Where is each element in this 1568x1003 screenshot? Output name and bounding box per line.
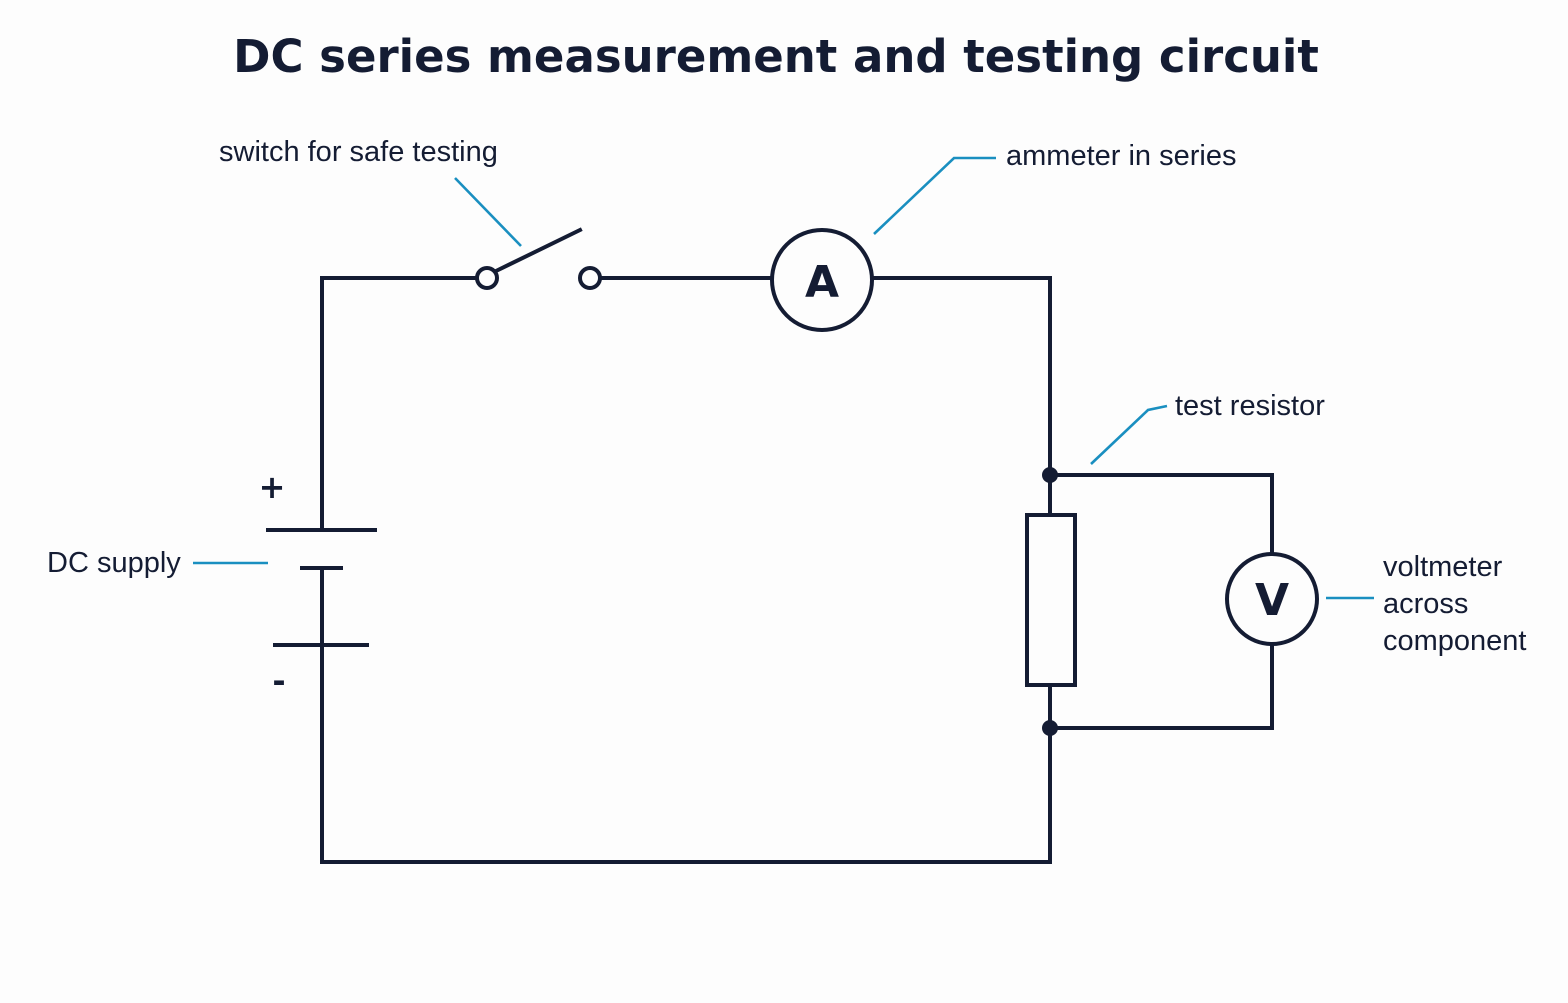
switch-terminal-left [475, 266, 499, 290]
switch-label: switch for safe testing [219, 136, 498, 168]
circuit-wires [320, 276, 1274, 864]
ammeter-letter: A [805, 257, 839, 308]
supply-label: DC supply [47, 547, 181, 579]
voltmeter-label-line2: across [1383, 588, 1468, 620]
wire-bottom-return [320, 643, 1052, 864]
switch-symbol [475, 227, 602, 290]
positive-terminal-sign: + [259, 468, 286, 506]
voltmeter-label-line3: component [1383, 625, 1527, 657]
voltmeter-symbol: V [1225, 552, 1319, 646]
resistor-leader-line [1090, 404, 1168, 465]
wire-voltmeter-top [1048, 473, 1274, 555]
voltmeter-label-line1: voltmeter [1383, 551, 1503, 583]
ammeter-label: ammeter in series [1006, 140, 1236, 172]
ammeter-symbol: A [770, 228, 874, 332]
switch-terminal-right [578, 266, 602, 290]
resistor-label: test resistor [1175, 390, 1325, 422]
switch-leader-line [454, 177, 522, 247]
wire-top-left [320, 276, 478, 532]
test-resistor-symbol [1025, 513, 1077, 687]
junction-top [1042, 467, 1058, 483]
switch-blade [493, 227, 583, 274]
leader-lines [193, 156, 1374, 600]
negative-terminal-sign: - [272, 662, 285, 700]
wire-voltmeter-bottom [1048, 643, 1274, 730]
ammeter-leader-line [873, 156, 996, 235]
junction-bottom [1042, 720, 1058, 736]
wire-ammeter-to-node [870, 276, 1052, 517]
voltmeter-circle [1225, 552, 1319, 646]
voltmeter-letter: V [1255, 575, 1289, 626]
battery-symbol: + - [259, 468, 377, 700]
diagram-title: DC series measurement and testing circui… [233, 30, 1319, 83]
ammeter-circle [770, 228, 874, 332]
